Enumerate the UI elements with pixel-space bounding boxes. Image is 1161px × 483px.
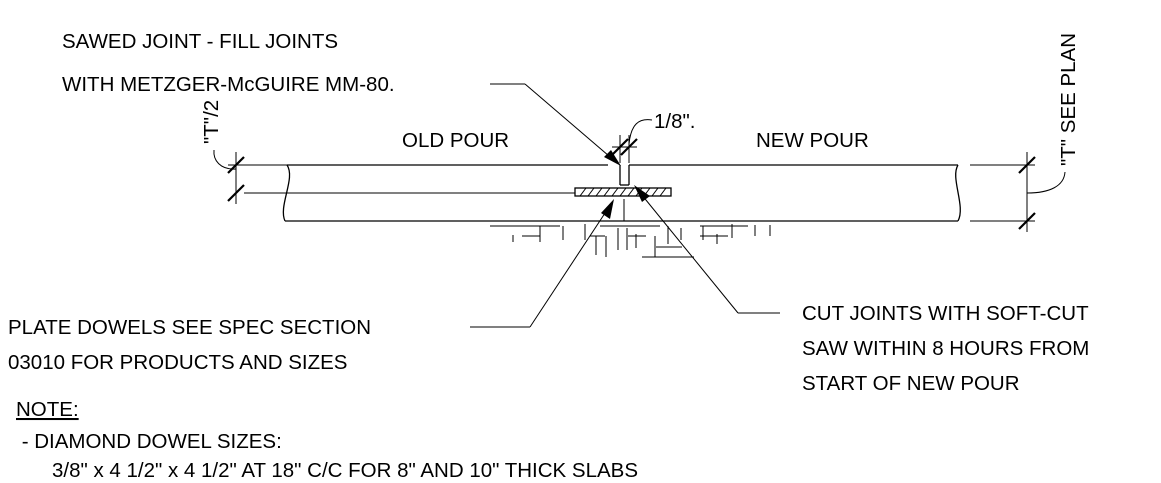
plate-dowels-label-line-2: 03010 FOR PRODUCTS AND SIZES [8,351,347,374]
cut-joints-label-line-2: SAW WITHIN 8 HOURS FROM [802,337,1089,360]
half-thickness-label: "T"/2 [200,100,223,144]
sawed-joint-label-line-1: SAWED JOINT - FILL JOINTS [62,30,338,53]
slab-break-left [282,164,291,222]
gap-label: 1/8". [654,110,695,133]
old-pour-label: OLD POUR [402,129,509,152]
thickness-label: "T" SEE PLAN [1057,33,1080,166]
slab-break-right [955,164,961,222]
gap-dimension [611,119,653,163]
subgrade-hatch [490,224,771,258]
cut-joints-label-line-1: CUT JOINTS WITH SOFT-CUT [802,302,1089,325]
thickness-dimension [970,152,1066,232]
sawed-joint [619,165,630,221]
note-line-2: 3/8" x 4 1/2" x 4 1/2" AT 18" C/C FOR 8"… [52,459,638,482]
cut-joints-label-line-3: START OF NEW POUR [802,372,1020,395]
plate-dowels-label-line-1: PLATE DOWELS SEE SPEC SECTION [8,316,371,339]
new-pour-label: NEW POUR [756,129,869,152]
leader-sawed-joint [490,83,621,166]
sawed-joint-label-line-2: WITH METZGER-McGUIRE MM-80. [62,73,395,96]
note-line-1: - DIAMOND DOWEL SIZES: [16,430,282,453]
leader-plate-dowels [470,199,614,328]
concrete-slab [244,164,961,222]
note-heading: NOTE: [16,398,79,421]
leader-cut-joints [634,185,780,314]
half-thickness-dimension [213,149,287,204]
plate-dowel [574,187,672,197]
